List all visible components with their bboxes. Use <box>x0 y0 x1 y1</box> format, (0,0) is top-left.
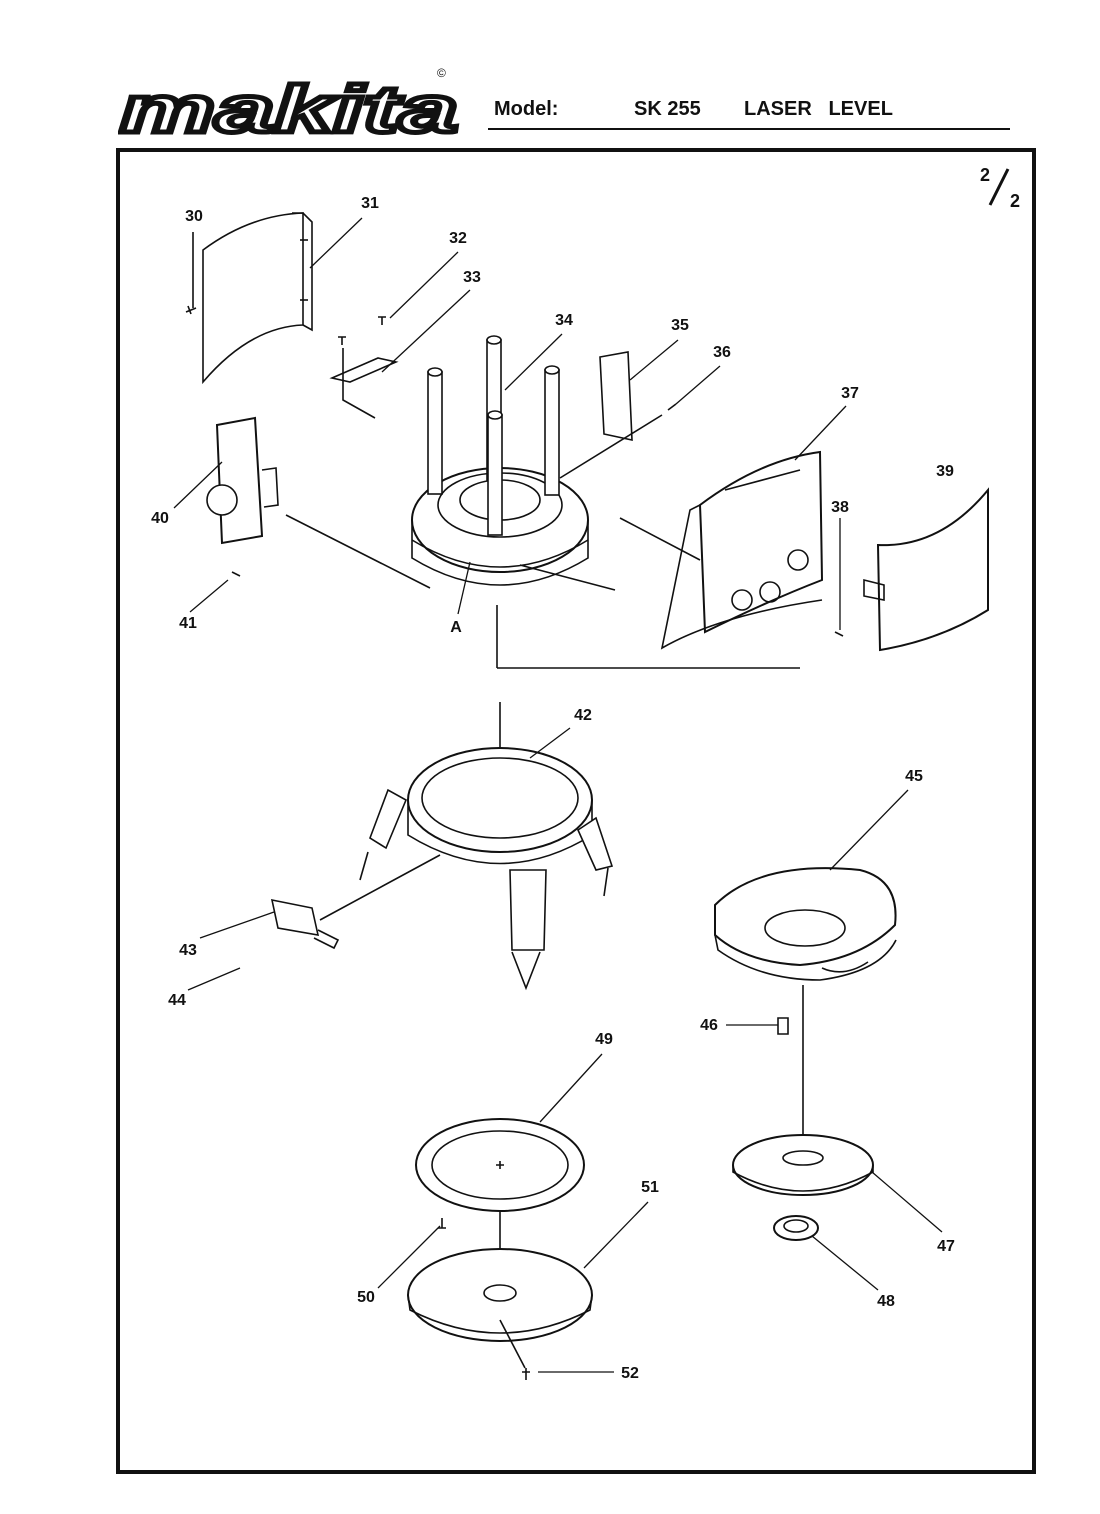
cover-39 <box>863 487 989 652</box>
callout-52: 52 <box>621 1365 639 1382</box>
housing-37 <box>660 450 844 650</box>
leader-body-37 <box>519 564 616 591</box>
callout-33: 33 <box>463 269 481 286</box>
callout-46: 46 <box>700 1017 718 1034</box>
screw-30 <box>185 305 197 315</box>
callout-38: 38 <box>831 499 849 516</box>
bottom-plate-51 <box>407 1248 593 1380</box>
page-total: 2 <box>1010 191 1021 211</box>
callout-leaders <box>173 217 943 1373</box>
callout-48: 48 <box>877 1293 895 1310</box>
callout-44: 44 <box>168 992 186 1009</box>
parts-sheet-header: makita © Model: SK 255 LASER LEVEL <box>0 0 1100 150</box>
copyright-mark: © <box>437 66 446 80</box>
switch-unit-40 <box>206 416 279 577</box>
bracket-33 <box>329 316 399 419</box>
callout-43: 43 <box>179 942 197 959</box>
fraction-slash <box>988 168 1010 206</box>
callout-35: 35 <box>671 317 689 334</box>
cover-31 <box>202 212 313 385</box>
callout-47: 47 <box>937 1238 955 1255</box>
cup-48 <box>773 1215 819 1241</box>
callout-a: A <box>450 619 462 636</box>
callout-31: 31 <box>361 195 379 212</box>
makita-logo: makita <box>118 80 461 142</box>
diagram-frame <box>116 148 1036 1474</box>
rotor-body-34 <box>411 335 800 669</box>
model-label: Model: <box>494 98 559 120</box>
base-ring-42 <box>359 702 614 991</box>
page-number: 2 <box>980 165 991 185</box>
product-name: LASER LEVEL <box>744 98 893 120</box>
svg-text:makita: makita <box>120 80 458 142</box>
callout-45: 45 <box>905 768 923 785</box>
plate-35 <box>599 351 677 441</box>
model-row: Model: SK 255 LASER LEVEL <box>488 98 1010 130</box>
callout-30: 30 <box>185 208 203 225</box>
callout-50: 50 <box>357 1289 375 1306</box>
callout-49: 49 <box>595 1031 613 1048</box>
disc-47 <box>732 1134 874 1196</box>
leader-37 <box>619 517 701 561</box>
leader-36-body <box>559 414 663 479</box>
page-indicator: 2 2 <box>978 165 1028 213</box>
leader-43-base <box>319 854 441 921</box>
callout-40: 40 <box>151 510 169 527</box>
leader-40-body <box>285 514 431 589</box>
callout-34: 34 <box>555 312 573 329</box>
latch-43 <box>270 898 340 950</box>
callout-32: 32 <box>449 230 467 247</box>
callout-41: 41 <box>179 615 197 632</box>
base-plate-45 <box>714 867 897 1035</box>
callout-37: 37 <box>841 385 859 402</box>
callout-51: 51 <box>641 1179 659 1196</box>
callout-39: 39 <box>936 463 954 480</box>
callout-42: 42 <box>574 707 592 724</box>
model-number: SK 255 <box>634 98 701 120</box>
axis-51-52 <box>499 1319 526 1369</box>
callout-36: 36 <box>713 344 731 361</box>
